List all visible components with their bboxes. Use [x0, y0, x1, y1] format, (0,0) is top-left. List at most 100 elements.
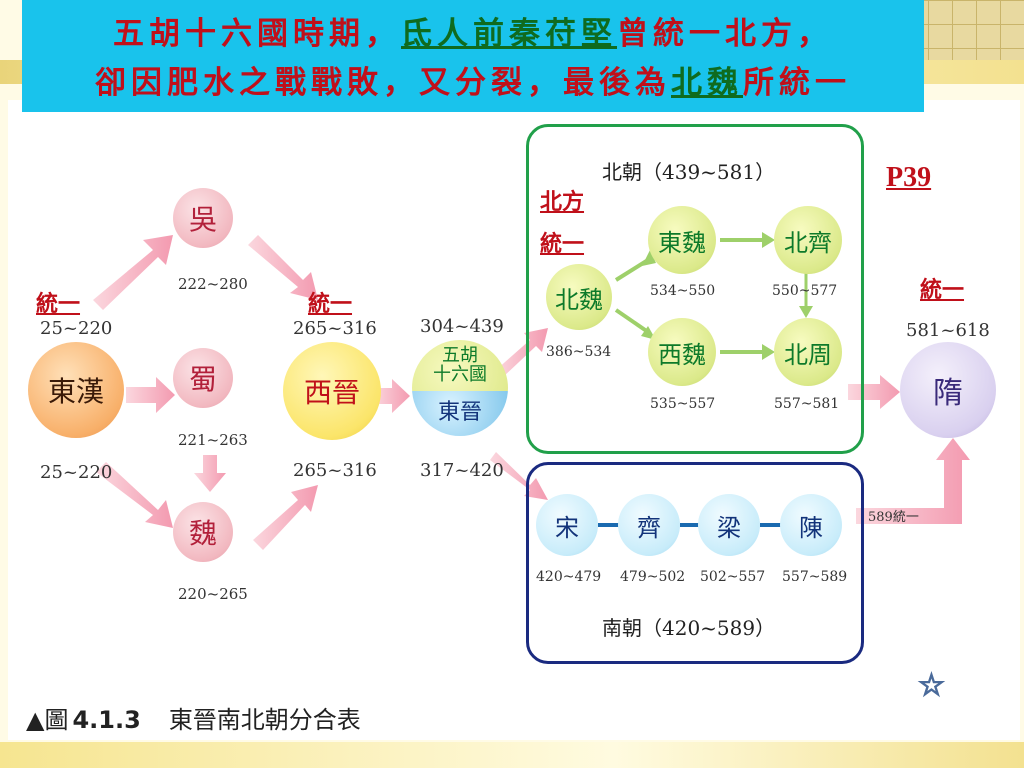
node-beizhou: 北周	[774, 318, 842, 386]
chen-years: 557~589	[782, 569, 848, 585]
beiwei-years: 386~534	[546, 344, 612, 360]
node-chen-label: 陳	[799, 513, 823, 542]
node-dongwei-label: 東魏	[658, 228, 706, 257]
node-wu-label: 吳	[188, 203, 217, 236]
shu-years: 221~263	[178, 431, 248, 449]
arrow-beiqi-beizhou-head	[799, 306, 813, 318]
north-unify-label-1: 北方	[540, 189, 585, 215]
node-donghan-label: 東漢	[47, 375, 104, 408]
unify-589-label: 589統一	[868, 510, 919, 525]
south-title: 南朝（420~589）	[602, 616, 776, 640]
arrow-wuhu-beiwei	[496, 328, 548, 378]
node-sui: 隋	[900, 342, 996, 438]
title-line-1-highlight: 氐人前秦苻堅	[401, 16, 617, 52]
node-xijin-label: 西晉	[303, 376, 360, 409]
node-qi: 齊	[618, 494, 680, 556]
page-reference: P39	[886, 162, 932, 193]
beiqi-years: 550~577	[772, 283, 838, 299]
xijin-years-bottom: 265~316	[293, 460, 377, 481]
node-beiwei-label: 北魏	[555, 285, 603, 314]
node-liang: 梁	[698, 494, 760, 556]
dongwei-years: 534~550	[650, 283, 716, 299]
star-icon: ☆	[917, 667, 945, 704]
node-donghan: 東漢	[28, 342, 124, 438]
caption-text: 東晉南北朝分合表	[168, 706, 361, 734]
arrow-wei-xijin	[253, 485, 318, 550]
node-beiwei: 北魏	[546, 264, 612, 330]
beizhou-years: 557~581	[774, 396, 840, 412]
node-beizhou-label: 北周	[784, 340, 832, 369]
north-title: 北朝（439~581）	[602, 160, 776, 184]
wuhu-years: 304~439	[420, 316, 504, 337]
arrow-beiwei-dongwei-head	[642, 250, 656, 266]
donghan-years-top: 25~220	[40, 318, 113, 339]
caption-marker: ▲圖	[26, 706, 69, 734]
arrow-beiwei-dongwei	[614, 258, 650, 282]
arrow-wu-xijin	[248, 235, 318, 300]
node-xijin: 西晉	[283, 342, 381, 440]
node-wuhu-label-1: 五胡	[442, 345, 478, 366]
arrow-beizhou-sui	[848, 375, 900, 409]
arrow-shu-wei	[194, 455, 226, 492]
caption-number: 4.1.3	[72, 706, 141, 734]
wu-years: 222~280	[178, 275, 248, 293]
arrow-donghan-wei	[96, 462, 173, 528]
node-sui-label: 隋	[933, 376, 963, 411]
title-line-2: 卻因肥水之戰戰敗，又分裂，最後為北魏所統一	[22, 57, 924, 102]
node-dongjin: 東晉	[412, 391, 508, 436]
unify-label-sui: 統一	[920, 277, 965, 303]
arrow-donghan-wu	[93, 235, 173, 310]
node-wuhu-label-2: 十六國	[433, 364, 487, 385]
diagram-canvas: 北朝（439~581） 南朝（420~589） 東漢 吳 蜀 魏 西晉 五胡 十…	[8, 100, 1020, 740]
arrow-dongwei-beiqi-head	[762, 232, 775, 248]
unify-label-xijin: 統一	[308, 291, 353, 317]
node-qi-label: 齊	[637, 513, 661, 542]
arrow-xiwei-beizhou-head	[762, 344, 775, 360]
node-wuhu-dongjin: 五胡 十六國 東晉	[412, 340, 508, 436]
node-xiwei-label: 西魏	[658, 340, 706, 369]
node-wei: 魏	[173, 502, 233, 562]
node-song: 宋	[536, 494, 598, 556]
node-dongjin-label: 東晉	[437, 400, 482, 425]
node-shu: 蜀	[173, 348, 233, 408]
sui-years: 581~618	[906, 320, 990, 341]
node-wu: 吳	[173, 188, 233, 248]
donghan-years-bottom: 25~220	[40, 462, 113, 483]
qi-years: 479~502	[620, 569, 686, 585]
title-line-2-part-c: 所統一	[743, 65, 851, 101]
title-line-2-highlight: 北魏	[671, 65, 743, 101]
xijin-years-top: 265~316	[293, 318, 377, 339]
wei-years: 220~265	[178, 585, 248, 603]
title-banner: 五胡十六國時期，氐人前秦苻堅曾統一北方， 卻因肥水之戰戰敗，又分裂，最後為北魏所…	[22, 0, 924, 112]
arrow-layer	[93, 232, 970, 550]
bottom-decorative-band	[0, 742, 1024, 768]
node-dongwei: 東魏	[648, 206, 716, 274]
dongjin-years: 317~420	[420, 460, 504, 481]
north-unify-label-2: 統一	[540, 231, 585, 257]
node-beiqi-label: 北齊	[784, 228, 832, 257]
xiwei-years: 535~557	[650, 396, 716, 412]
node-chen: 陳	[780, 494, 842, 556]
north-dynasties-box	[526, 124, 864, 454]
south-dynasties-box	[526, 462, 864, 664]
arrow-dongjin-song	[490, 452, 548, 500]
title-line-1-part-c: 曾統一北方，	[617, 16, 833, 52]
arrow-donghan-shu	[126, 377, 175, 413]
arrow-xijin-dongjin	[374, 379, 410, 413]
unify-label-donghan: 統一	[36, 291, 81, 317]
arrow-beiwei-xiwei	[614, 308, 650, 334]
node-xiwei: 西魏	[648, 318, 716, 386]
node-wei-label: 魏	[188, 517, 217, 550]
node-liang-label: 梁	[717, 513, 741, 542]
title-line-2-part-a: 卻因肥水之戰戰敗，又分裂，最後為	[95, 65, 671, 101]
node-wuhu: 五胡 十六國	[412, 340, 508, 391]
title-line-1-part-a: 五胡十六國時期，	[113, 16, 401, 52]
node-song-label: 宋	[555, 513, 579, 542]
node-beiqi: 北齊	[774, 206, 842, 274]
arrow-589-sui	[856, 438, 970, 524]
node-shu-label: 蜀	[188, 363, 217, 396]
song-years: 420~479	[536, 569, 602, 585]
liang-years: 502~557	[700, 569, 766, 585]
title-line-1: 五胡十六國時期，氐人前秦苻堅曾統一北方，	[22, 8, 924, 53]
